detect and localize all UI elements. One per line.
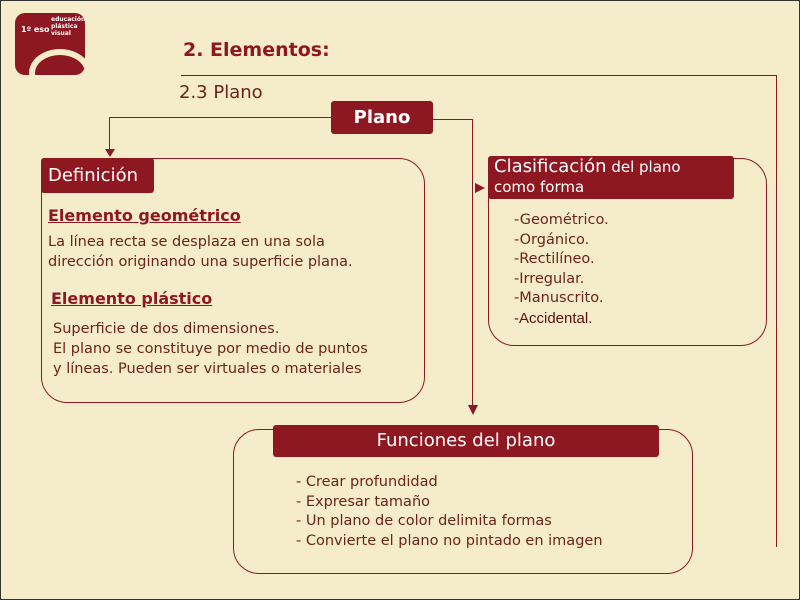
text-line: y líneas. Pueden ser virtuales o materia…: [53, 361, 362, 377]
page-title: 2. Elementos:: [183, 39, 330, 61]
title-line2: como forma: [494, 178, 585, 196]
page-subtitle: 2.3 Plano: [179, 82, 263, 103]
clasificacion-list: -Geométrico. -Orgánico. -Rectilíneo. -Ir…: [514, 211, 609, 328]
text-line: Superficie de dos dimensiones.: [53, 321, 280, 337]
logo-subject: educación plástica visual: [51, 16, 85, 37]
connector: [433, 119, 472, 120]
list-item: -Orgánico.: [514, 231, 590, 248]
logo: 1º eso educación plástica visual: [15, 13, 85, 75]
definicion-panel: [41, 158, 425, 403]
arrow-down-icon: [468, 405, 478, 415]
list-item: -Rectilíneo.: [514, 251, 595, 267]
title-rest: del plano: [606, 158, 681, 176]
list-item: - Convierte el plano no pintado en image…: [296, 532, 603, 549]
arrow-down-icon: [105, 149, 115, 157]
list-item: - Un plano de color delimita formas: [296, 513, 552, 529]
clasificacion-title: Clasificación del plano como forma: [488, 156, 734, 199]
list-item: - Crear profundidad: [296, 474, 438, 490]
list-item: -Irregular.: [514, 270, 585, 287]
list-item: - Expresar tamaño: [296, 493, 431, 510]
list-item: -Manuscrito.: [514, 290, 604, 306]
plastico-text: Superficie de dos dimensiones. El plano …: [53, 319, 368, 379]
text-line: El plano se constituye por medio de punt…: [53, 341, 368, 357]
logo-grade: 1º eso: [21, 25, 50, 34]
text-line: dirección originando una superficie plan…: [48, 254, 353, 270]
funciones-title: Funciones del plano: [273, 425, 659, 457]
center-node-plano: Plano: [331, 101, 433, 134]
definicion-title: Definición: [41, 158, 154, 193]
connector: [109, 117, 110, 151]
divider: [181, 75, 777, 76]
plastico-heading: Elemento plástico: [51, 289, 213, 308]
title-main: Clasificación: [494, 156, 607, 177]
connector: [472, 119, 473, 405]
connector: [109, 117, 331, 118]
list-item: -Geométrico.: [514, 212, 609, 228]
funciones-list: - Crear profundidad - Expresar tamaño - …: [296, 473, 603, 551]
divider: [776, 75, 777, 547]
arrow-right-icon: [475, 183, 485, 193]
geometrico-heading: Elemento geométrico: [48, 206, 241, 225]
logo-arc-icon: [29, 49, 85, 75]
list-item: -Accidental.: [514, 309, 593, 327]
geometrico-text: La línea recta se desplaza en una sola d…: [48, 232, 353, 272]
text-line: La línea recta se desplaza en una sola: [48, 234, 325, 250]
